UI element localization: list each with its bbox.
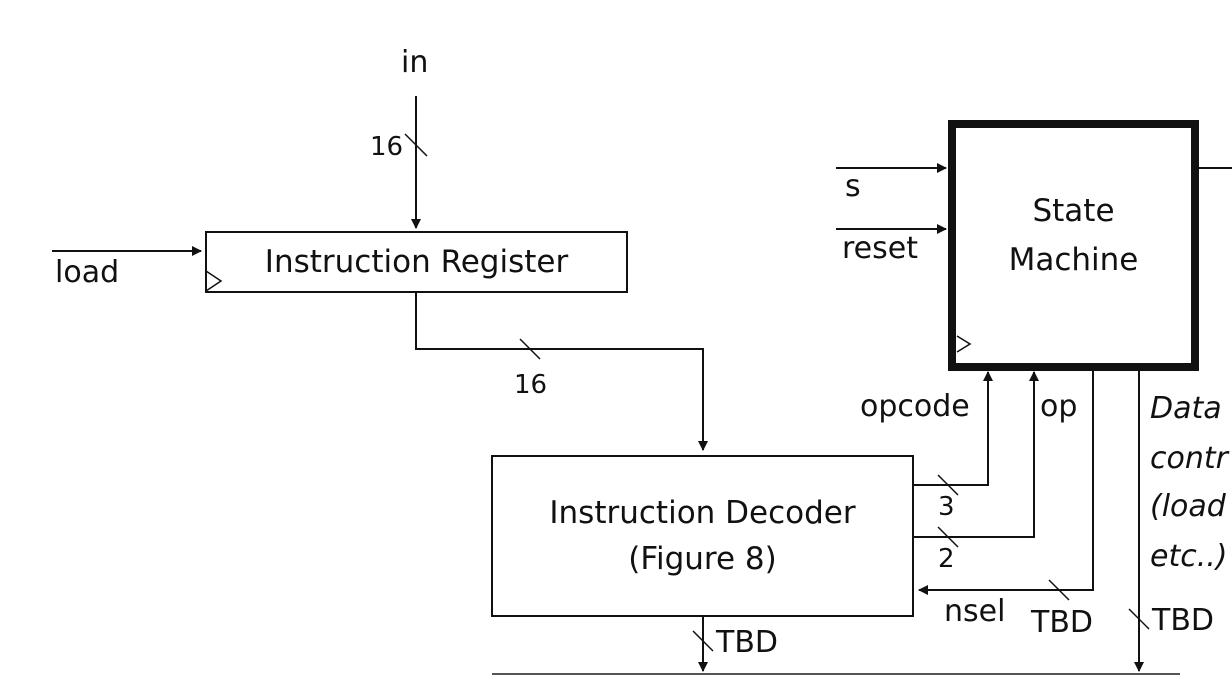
annotation-line1: Data — [1150, 391, 1222, 426]
nsel-label: nsel — [944, 594, 1006, 629]
op-label: op — [1040, 389, 1078, 424]
datapath-control-width-label: TBD — [1152, 603, 1215, 638]
nsel-width-label: TBD — [1031, 605, 1094, 640]
decoder-output-bus-slash — [692, 630, 714, 652]
reset-label: reset — [842, 231, 918, 266]
state-machine-label-line1: State — [1032, 193, 1115, 230]
state-machine-box — [948, 120, 1199, 371]
instruction-decoder-label: Instruction Decoder — [549, 494, 856, 531]
annotation-line4: etc..) — [1150, 539, 1228, 574]
opcode-bus-slash — [937, 474, 959, 496]
state-machine-label-box: State Machine — [956, 128, 1191, 363]
datapath-control-bus-slash — [1128, 608, 1150, 630]
ir-clock-triangle — [205, 270, 223, 292]
s-label: s — [845, 169, 861, 204]
in-label: in — [401, 45, 429, 80]
annotation-line3: (load — [1150, 489, 1226, 524]
ir-decoder-width-label: 16 — [514, 370, 548, 400]
sm-clock-triangle — [956, 335, 972, 353]
instruction-decoder-figure-ref: (Figure 8) — [628, 541, 777, 577]
instruction-decoder-label-box: Instruction Decoder (Figure 8) — [492, 456, 913, 616]
opcode-wire — [913, 371, 993, 486]
instruction-register-label-box: Instruction Register — [206, 232, 627, 292]
in-bus-slash — [404, 133, 428, 157]
op-width-label: 2 — [938, 544, 955, 574]
in-width-label: 16 — [370, 132, 404, 162]
nsel-bus-slash — [1048, 579, 1070, 601]
load-label: load — [55, 255, 120, 290]
ir-to-decoder-wire — [415, 292, 708, 451]
nsel-wire — [918, 367, 1094, 595]
opcode-label: opcode — [860, 389, 970, 424]
annotation-line2: contr — [1150, 441, 1228, 476]
ir-decoder-bus-slash — [519, 338, 541, 360]
op-wire — [913, 371, 1039, 538]
opcode-width-label: 3 — [938, 492, 955, 522]
state-machine-label-line2: Machine — [1008, 241, 1139, 278]
op-bus-slash — [937, 526, 959, 548]
instruction-register-label: Instruction Register — [264, 243, 569, 280]
decoder-output-width-label: TBD — [716, 625, 779, 660]
